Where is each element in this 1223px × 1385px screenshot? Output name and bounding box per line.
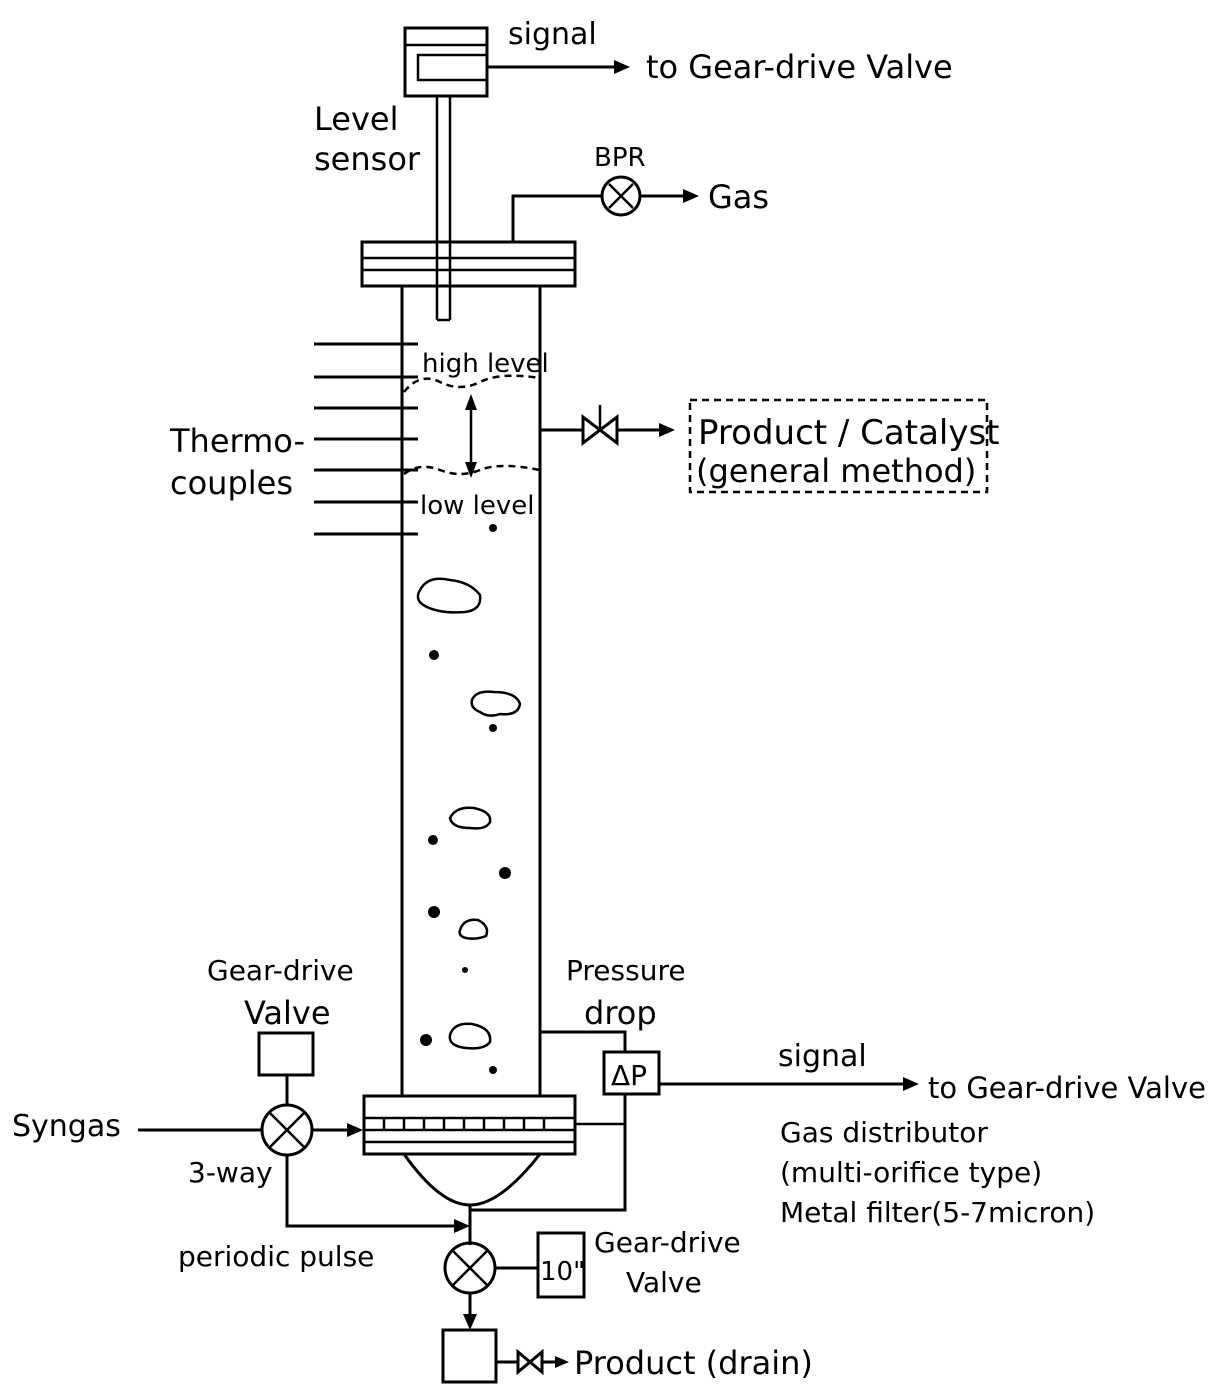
- timer-box: [536, 1231, 586, 1299]
- pressure-drop-tap: [470, 1030, 919, 1212]
- product-drain-label: Product (drain): [574, 1344, 813, 1382]
- to-gear-drive-right-label: to Gear-drive Valve: [928, 1071, 1206, 1105]
- product-valve-icon: [581, 413, 619, 447]
- metal-filter-label: Metal filter(5-7micron): [780, 1196, 1095, 1229]
- pressure-drop-label-2: drop: [584, 994, 657, 1032]
- bubble: [470, 690, 522, 717]
- level-sensor-rod: [435, 96, 452, 322]
- particle: [489, 524, 497, 532]
- bottom-head: [402, 1153, 542, 1207]
- signal-arrow-right-icon: [903, 1077, 919, 1091]
- signal-top-label: signal: [508, 17, 597, 52]
- bubble: [448, 1022, 492, 1050]
- drain-vessel: [441, 1328, 498, 1384]
- thermocouples-label-2: couples: [170, 464, 293, 502]
- high-level-label: high level: [422, 349, 549, 379]
- product-arrow-icon: [659, 423, 675, 437]
- drain-arrow-icon: [463, 1314, 477, 1330]
- low-level-line: [403, 464, 541, 476]
- timer-label: 10": [540, 1257, 585, 1287]
- particle: [499, 867, 511, 879]
- thermocouples: [314, 342, 418, 536]
- gear-drive-valve-left-label-2: Valve: [244, 994, 331, 1032]
- gas-distributor-label-2: (multi-orifice type): [780, 1156, 1042, 1189]
- bubble: [458, 918, 489, 940]
- particle: [489, 724, 497, 732]
- syngas-inlet: [138, 1031, 470, 1233]
- delta-p-label: ΔP: [611, 1059, 647, 1092]
- particle: [428, 906, 440, 918]
- level-sensor-label-2: sensor: [314, 140, 421, 178]
- low-level-label: low level: [420, 491, 535, 521]
- bubble: [448, 806, 492, 830]
- level-sensor-head: [403, 26, 489, 98]
- gear-drive-valve-left-label: Gear-drive: [207, 954, 354, 987]
- gas-arrow-icon: [683, 189, 699, 203]
- top-flange: [360, 240, 577, 288]
- drain-product-valve-icon: [516, 1348, 544, 1376]
- signal-arrow-top-icon: [614, 60, 630, 74]
- bottom-drain: [441, 1205, 586, 1384]
- pressure-drop-label: Pressure: [566, 954, 686, 987]
- bpr-label: BPR: [594, 143, 646, 173]
- gas-distributor-label: Gas distributor: [780, 1116, 988, 1149]
- signal-right-label: signal: [778, 1039, 867, 1074]
- periodic-pulse-label: periodic pulse: [178, 1240, 374, 1273]
- syngas-arrow-icon: [347, 1123, 363, 1137]
- particle: [462, 967, 468, 973]
- general-method-label: (general method): [696, 452, 976, 490]
- delta-p-box: [602, 1050, 661, 1096]
- pulse-arrow-icon: [454, 1219, 470, 1233]
- thermocouples-label: Thermo-: [169, 422, 305, 460]
- particle: [489, 1066, 497, 1074]
- gear-drive-valve-left-box: [257, 1031, 315, 1077]
- level-range-arrow-icon: [465, 394, 477, 478]
- to-gear-drive-top-label: to Gear-drive Valve: [646, 48, 953, 86]
- particle: [429, 650, 439, 660]
- drain-arrow-right-icon: [555, 1356, 569, 1368]
- gas-label: Gas: [708, 178, 769, 216]
- three-way-label: 3-way: [188, 1156, 273, 1189]
- level-sensor-label: Level: [314, 100, 398, 138]
- syngas-label: Syngas: [12, 1109, 121, 1144]
- bubbles-and-particles: [416, 524, 522, 1074]
- high-level-line: [403, 374, 541, 393]
- particle: [420, 1034, 432, 1046]
- product-catalyst-box: [688, 398, 989, 494]
- bubble: [416, 577, 482, 614]
- product-catalyst-label: Product / Catalyst: [698, 413, 1000, 453]
- gear-drive-valve-bottom-label-2: Valve: [626, 1266, 702, 1299]
- particle: [428, 835, 438, 845]
- gear-drive-valve-bottom-label: Gear-drive: [594, 1226, 741, 1259]
- gas-distributor: [362, 1094, 625, 1207]
- product-catalyst-line: [540, 398, 989, 494]
- bpr-line: [511, 175, 699, 242]
